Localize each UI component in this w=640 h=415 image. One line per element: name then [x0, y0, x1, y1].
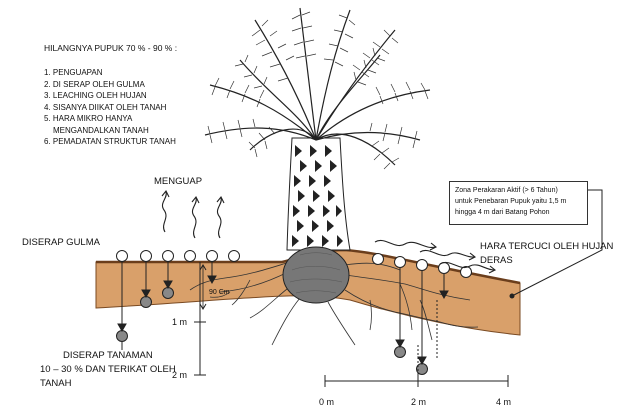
depth-1m-label: 1 m — [172, 317, 187, 327]
losses-list-item: 6. PEMADATAN STRUKTUR TANAH — [44, 136, 176, 148]
losses-title: HILANGNYA PUPUK 70 % - 90 % : — [44, 43, 177, 53]
losses-list-item: 2. DI SERAP OLEH GULMA — [44, 79, 176, 91]
evaporation-arrows — [162, 191, 224, 238]
plant-uptake-line3: TANAH — [40, 377, 176, 391]
evaporation-label: MENGUAP — [154, 176, 202, 187]
leaching-label-line2: DERAS — [480, 254, 613, 268]
distance-2m-label: 2 m — [411, 397, 426, 407]
distance-4m-label: 4 m — [496, 397, 511, 407]
leaching-label-line1: HARA TERCUCI OLEH HUJAN — [480, 240, 613, 254]
root-ball — [283, 247, 349, 303]
zone-box-line3: hingga 4 m dari Batang Pohon — [455, 207, 582, 218]
losses-list: 1. PENGUAPAN 2. DI SERAP OLEH GULMA 3. L… — [44, 67, 176, 148]
plant-uptake-line2: 10 – 30 % DAN TERIKAT OLEH — [40, 363, 176, 377]
plant-uptake-line1: DISERAP TANAMAN — [40, 349, 176, 363]
losses-list-item: 4. SISANYA DIIKAT OLEH TANAH — [44, 102, 176, 114]
weed-uptake-label: DISERAP GULMA — [22, 237, 100, 248]
losses-list-item: MENGANDALKAN TANAH — [44, 125, 176, 137]
zone-box-line2: untuk Penebaran Pupuk yaitu 1,5 m — [455, 196, 582, 207]
depth-2m-label: 2 m — [172, 370, 187, 380]
depth-90cm-label: 90 Cm — [209, 289, 230, 296]
losses-list-item: 1. PENGUAPAN — [44, 67, 176, 79]
distance-0m-label: 0 m — [319, 397, 334, 407]
losses-list-item: 3. LEACHING OLEH HUJAN — [44, 90, 176, 102]
zone-box-line1: Zona Perakaran Aktif (> 6 Tahun) — [455, 185, 582, 196]
active-root-zone-box: Zona Perakaran Aktif (> 6 Tahun) untuk P… — [449, 181, 588, 225]
zone-callout-dot — [510, 294, 515, 299]
palm-trunk — [287, 138, 350, 250]
leaching-label: HARA TERCUCI OLEH HUJAN DERAS — [480, 240, 613, 268]
plant-uptake-label: DISERAP TANAMAN 10 – 30 % DAN TERIKAT OL… — [40, 349, 176, 391]
losses-list-item: 5. HARA MIKRO HANYA — [44, 113, 176, 125]
